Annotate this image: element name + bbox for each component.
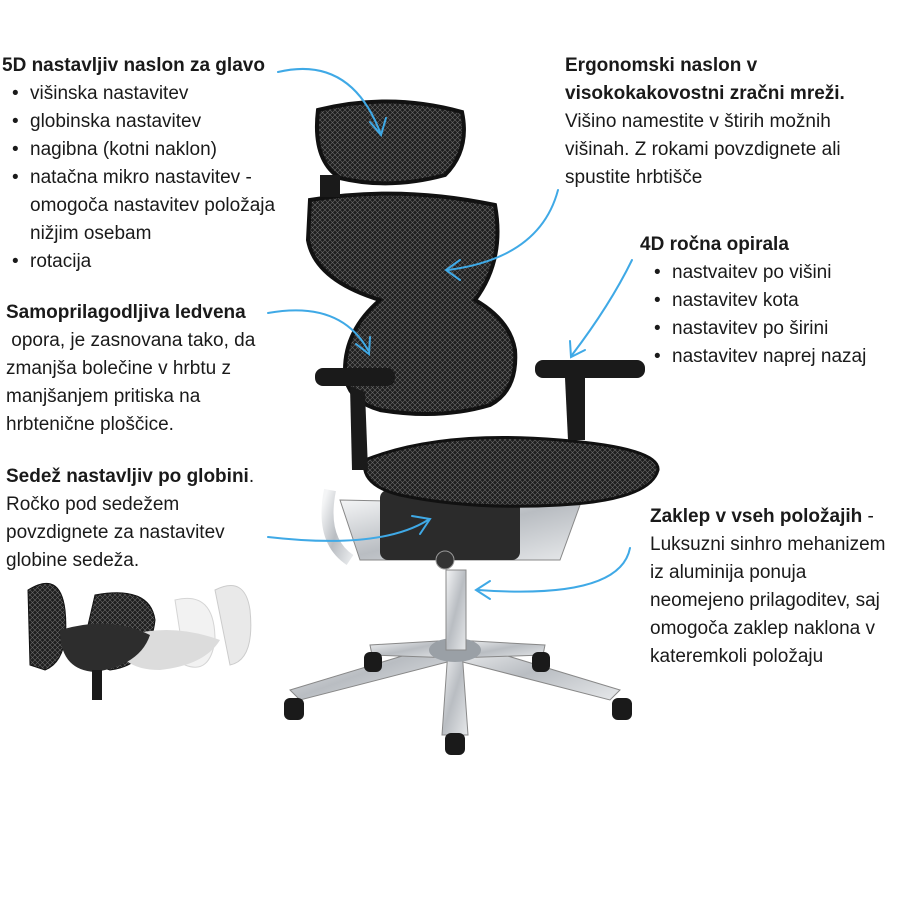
backrest-title: Ergonomski naslon v visokokakovostni zra… <box>565 55 845 104</box>
arrow-headrest <box>277 67 381 133</box>
headrest-feature: višinska nastavitev <box>2 80 292 108</box>
armrest-feature-list: nastvaitev po višini nastavitev kota nas… <box>644 259 898 371</box>
arrow-lock <box>477 547 631 593</box>
headrest-feature: nagibna (kotni naklon) <box>2 136 292 164</box>
lock-text: Luksuzni sinhro mehanizem iz aluminija p… <box>650 534 886 667</box>
chair-base <box>284 638 632 755</box>
lock-title-suffix: - <box>862 506 874 527</box>
lumbar-title: Samoprilagodljiva ledvena <box>6 302 246 323</box>
armrest-feature: nastavitev naprej nazaj <box>644 343 898 371</box>
backrest-text: Višino namestite v štirih možnih višinah… <box>565 111 841 188</box>
backrest-callout: Ergonomski naslon v visokokakovostni zra… <box>565 52 885 192</box>
arrow-backrest <box>447 189 559 271</box>
headrest-feature-list: višinska nastavitev globinska nastavitev… <box>2 80 292 276</box>
headrest-feature: globinska nastavitev <box>2 108 292 136</box>
chair-seat <box>362 436 660 508</box>
headrest-title: 5D nastavljiv naslon za glavo <box>2 55 265 76</box>
lumbar-text: opora, je zasnovana tako, da zmanjša bol… <box>6 330 261 435</box>
color-variants-image <box>27 582 252 700</box>
gas-cylinder <box>445 569 467 651</box>
lock-title: Zaklep v vseh položajih <box>650 506 863 527</box>
armrest-feature: nastavitev kota <box>644 287 898 315</box>
armrest-feature: nastvaitev po višini <box>644 259 898 287</box>
headrest-callout: 5D nastavljiv naslon za glavo višinska n… <box>2 52 292 276</box>
seat-callout: Sedež nastavljiv po globini. Ročko pod s… <box>6 463 276 575</box>
lumbar-callout: Samoprilagodljiva ledvena opora, je zasn… <box>6 299 291 439</box>
arrow-armrest <box>571 259 633 356</box>
armrest-title: 4D ročna opirala <box>640 234 789 255</box>
seat-title: Sedež nastavljiv po globini <box>6 466 249 487</box>
lock-callout: Zaklep v vseh položajih - Luksuzni sinhr… <box>650 503 895 671</box>
arrow-seat <box>267 519 429 542</box>
seat-title-suffix: . <box>248 466 255 487</box>
chair-headrest <box>315 99 466 186</box>
arrow-lumbar <box>267 309 369 351</box>
armrest-feature: nastavitev po širini <box>644 315 898 343</box>
seat-mechanism <box>321 488 581 570</box>
chair-backrest <box>305 191 518 416</box>
chair-armrests <box>315 360 645 470</box>
seat-text: Ročko pod sedežem povzdignete za nastavi… <box>6 494 225 571</box>
headrest-feature: rotacija <box>2 248 292 276</box>
headrest-feature: natačna mikro nastavitev - omogoča nasta… <box>2 164 292 248</box>
armrest-callout: 4D ročna opirala nastvaitev po višini na… <box>640 231 898 371</box>
